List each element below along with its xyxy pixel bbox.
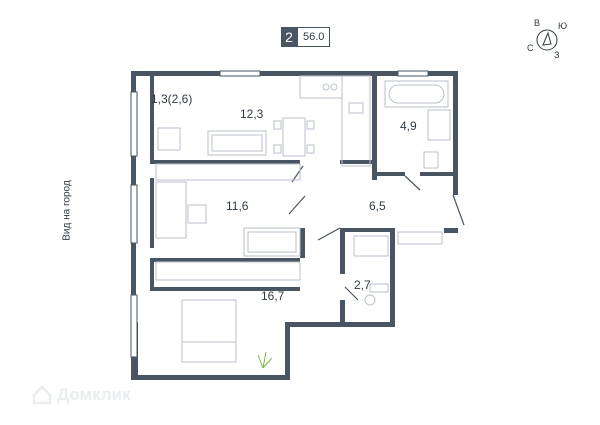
compass-icon bbox=[536, 29, 558, 51]
compass-north: В bbox=[534, 18, 541, 28]
compass-east: Ю bbox=[558, 21, 568, 31]
room-label-living: 11,6 bbox=[226, 199, 249, 213]
furniture bbox=[155, 75, 451, 363]
home-logo-icon bbox=[32, 385, 52, 405]
plant-icon bbox=[257, 351, 273, 369]
view-label: Вид на город bbox=[61, 180, 73, 241]
outer-walls bbox=[131, 71, 458, 380]
compass-south: З bbox=[554, 50, 560, 60]
room-label-kitchen: 12,3 bbox=[240, 107, 264, 121]
room-label-hall: 6,5 bbox=[369, 199, 386, 213]
room-label-wc: 2,7 bbox=[354, 278, 371, 292]
apartment-badge: 2 56.0 bbox=[281, 27, 331, 47]
watermark: Домклик bbox=[32, 385, 131, 405]
inner-walls bbox=[150, 76, 453, 322]
compass-west: С bbox=[527, 43, 534, 53]
compass: В Ю С З bbox=[523, 18, 575, 62]
watermark-text: Домклик bbox=[57, 385, 131, 404]
room-label-balcony: 1,3(2,6) bbox=[151, 92, 192, 106]
windows bbox=[130, 70, 429, 358]
doors bbox=[288, 165, 465, 301]
rooms-count: 2 bbox=[281, 27, 297, 47]
room-label-bedroom: 16,7 bbox=[261, 289, 285, 303]
total-area: 56.0 bbox=[297, 27, 331, 47]
room-label-bathroom: 4,9 bbox=[400, 119, 417, 133]
